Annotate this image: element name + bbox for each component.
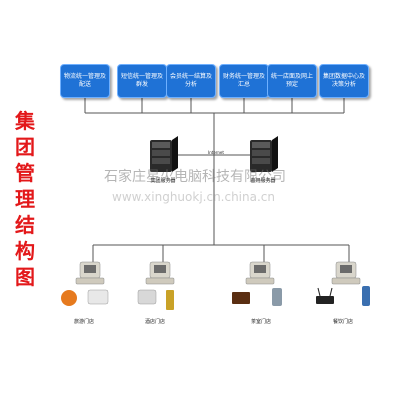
module-logistics: 物流统一管理及配送: [60, 64, 110, 98]
store-label: 茶室门店: [250, 319, 271, 325]
store-label: 旅游门店: [73, 319, 94, 325]
module-label: 短信统一管理及群发: [120, 73, 163, 88]
watermark-company: 石家庄星火电脑科技有限公司: [104, 169, 286, 185]
router-icon: [316, 296, 334, 304]
module-label: 会员统一结算及分析: [169, 73, 212, 88]
receiver-icon: [87, 289, 109, 305]
watermark-url: www.xinghuokj.cn.china.cn: [112, 190, 275, 204]
title-char: 管: [15, 161, 35, 185]
card-reader-icon: [137, 289, 157, 305]
module-label: 物流统一管理及配送: [63, 73, 106, 88]
member-card-icon: [232, 292, 250, 304]
module-sms: 短信统一管理及群发: [117, 64, 167, 98]
module-data-center: 集团数据中心及决策分析: [319, 64, 369, 98]
store-label: 餐饮门店: [332, 319, 353, 325]
module-label: 集团数据中心及决策分析: [322, 73, 365, 88]
backup-server-label: 备用服务器: [250, 178, 276, 184]
wireless-orderer-icon: [362, 286, 370, 306]
handheld-device-icon: [272, 288, 282, 306]
pos-terminal-icon: [331, 261, 361, 285]
title-char: 团: [15, 135, 35, 159]
pos-terminal-icon: [145, 261, 175, 285]
title-char: 图: [15, 265, 35, 289]
pager-icon: [61, 290, 77, 306]
title-char: 结: [15, 213, 35, 237]
module-label: 统一店面及网上预定: [270, 73, 313, 88]
backup-server-icon: [250, 136, 278, 172]
module-booking: 统一店面及网上预定: [267, 64, 317, 98]
title-char: 构: [15, 239, 35, 263]
title-char: 理: [15, 187, 35, 211]
group-server-label: 集团服务器: [150, 178, 176, 184]
store-label: 酒店门店: [144, 319, 165, 325]
internet-label: Internet: [208, 150, 224, 155]
module-membership: 会员统一结算及分析: [166, 64, 216, 98]
pos-terminal-icon: [245, 261, 275, 285]
diagram-title: 集团管理结构图: [14, 108, 36, 290]
pos-terminal-icon: [75, 261, 105, 285]
title-char: 集: [15, 109, 35, 133]
group-server-icon: [150, 136, 178, 172]
module-finance: 财务统一管理及汇总: [219, 64, 269, 98]
module-label: 财务统一管理及汇总: [222, 73, 265, 88]
door-lock-icon: [166, 290, 174, 310]
